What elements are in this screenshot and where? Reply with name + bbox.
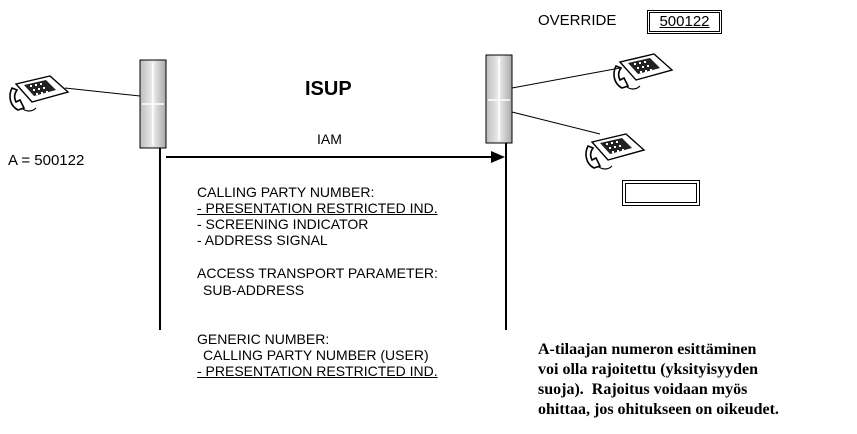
phone-a-icon bbox=[9, 75, 69, 112]
generic-item: - PRESENTATION RESTRICTED IND. bbox=[197, 363, 438, 379]
phone-a-line bbox=[64, 87, 141, 97]
protocol-title: ISUP bbox=[305, 78, 352, 100]
caller-label: A = 500122 bbox=[8, 152, 85, 169]
note-line: suoja). Rajoitus voidaan myös bbox=[538, 381, 748, 398]
param-item: - ADDRESS SIGNAL bbox=[197, 232, 328, 248]
override-number-display: 500122 bbox=[647, 10, 722, 34]
note-line: voi olla rajoitettu (yksityisyyden bbox=[538, 361, 758, 378]
generic-item: CALLING PARTY NUMBER (USER) bbox=[203, 347, 429, 363]
note-line: A-tilaajan numeron esittäminen bbox=[538, 341, 757, 358]
generic-item-text: - PRESENTATION RESTRICTED IND. bbox=[197, 363, 438, 379]
calling-party-header: CALLING PARTY NUMBER: bbox=[197, 184, 375, 200]
generic-number-header: GENERIC NUMBER: bbox=[197, 331, 330, 347]
exchange-b-icon bbox=[485, 54, 513, 144]
param-item-text: - PRESENTATION RESTRICTED IND. bbox=[197, 200, 438, 216]
display-box bbox=[622, 180, 700, 206]
explanation-note: A-tilaajan numeron esittäminen voi olla … bbox=[538, 340, 856, 420]
phone-b1-line bbox=[511, 67, 621, 89]
iam-message-arrow bbox=[166, 151, 505, 163]
param-item: - SCREENING INDICATOR bbox=[197, 216, 369, 232]
param-item: - PRESENTATION RESTRICTED IND. bbox=[197, 200, 438, 216]
override-label: OVERRIDE bbox=[538, 12, 617, 29]
access-transport-header: ACCESS TRANSPORT PARAMETER: bbox=[197, 265, 438, 281]
exchange-a-icon bbox=[139, 59, 167, 149]
phone-b2-line bbox=[511, 111, 601, 135]
access-transport-item: SUB-ADDRESS bbox=[203, 282, 305, 298]
phone-b2-icon bbox=[585, 133, 645, 170]
message-label: IAM bbox=[317, 131, 342, 147]
note-line: ohittaa, jos ohitukseen on oikeudet. bbox=[538, 401, 779, 418]
override-number: 500122 bbox=[659, 13, 710, 30]
phone-b1-icon bbox=[613, 53, 673, 90]
